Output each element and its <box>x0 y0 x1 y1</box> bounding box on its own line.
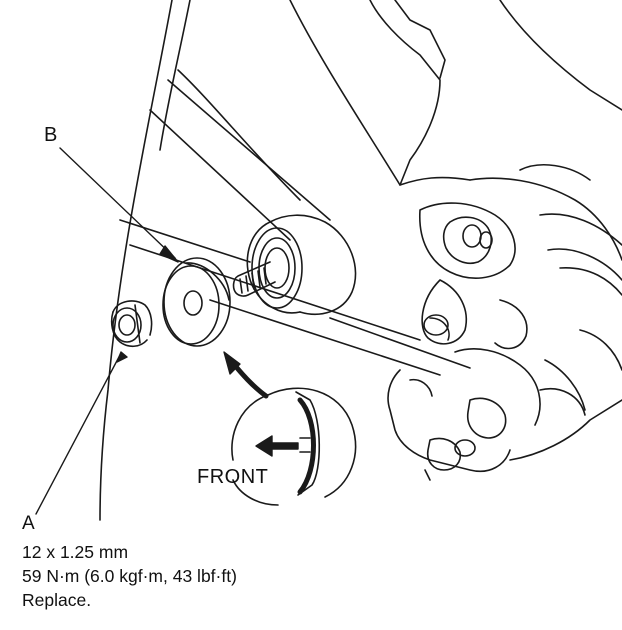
front-arrow-icon <box>255 435 299 457</box>
bracket-plate <box>387 369 511 481</box>
threaded-stud <box>232 261 276 297</box>
part-a-label: A <box>22 513 35 534</box>
bushing <box>246 214 357 315</box>
spec-torque: 59 N·m (6.0 kgf·m, 43 lbf·ft) <box>22 566 237 586</box>
arrow-b-head <box>159 245 179 263</box>
subframe-outline <box>99 0 191 521</box>
leader-lines <box>35 147 176 515</box>
front-label: FRONT <box>197 466 269 488</box>
arrow-a-head <box>116 351 128 363</box>
washer-b <box>162 257 231 347</box>
view-arrow-shaft <box>230 360 269 399</box>
flange-nut-a <box>110 300 153 348</box>
knuckle-outline <box>289 0 622 461</box>
part-b-label: B <box>44 124 58 146</box>
control-arm <box>119 69 471 376</box>
front-view-circle <box>231 387 357 506</box>
spec-note: Replace. <box>22 590 92 610</box>
front-bracket-bar <box>297 397 316 495</box>
spec-size: 12 x 1.25 mm <box>22 542 129 562</box>
